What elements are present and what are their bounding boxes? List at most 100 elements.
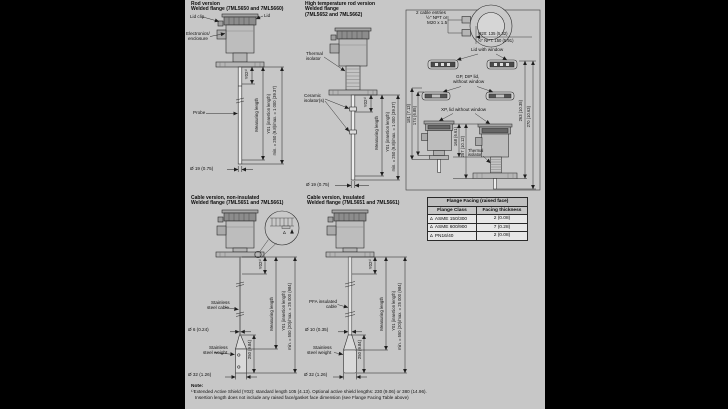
flange-class-value: PN16/40 [434, 233, 454, 239]
table-title-row: Flange Facing (raised face) [427, 197, 528, 207]
facing-thickness-cell: 2 (0.08) [475, 231, 529, 241]
hightemp-title-line1: High temperature rod version [305, 1, 376, 7]
lid-label: Lid [264, 12, 271, 18]
cable-entries-label-line1: 2 cable entries [416, 9, 446, 15]
cablenon-cable-diameter-dim: Ø 6 (0.24) [188, 327, 209, 333]
steel-cable-label-line2: steel cable [207, 304, 229, 310]
hightemp-y01-dim-line2: min. = 250 (9.8)/max. = 1 000 (39.37) [391, 102, 396, 172]
electronics-label-line2: enclosure [188, 35, 208, 41]
hightemp-diameter-dim: Ø 19 (0.75) [306, 181, 330, 187]
m20-height-dim: M20: 135 (5.32) [478, 30, 508, 36]
dim-174: 174 (6.85) [412, 106, 417, 126]
cablenon-weight-diameter-dim: Ø 32 (1.26) [188, 372, 212, 378]
flange-facing-table: Flange Facing (raised face) Flange Class… [427, 197, 529, 241]
cable-non-insulated-dimensions [213, 256, 297, 380]
cablenon-title-line2: Welded flange (7ML5651 and 7ML5661) [191, 200, 284, 207]
rod-y02-dim: Y02¹⁾ [244, 69, 249, 80]
hightemp-y02-dim: Y02¹⁾ [363, 97, 368, 108]
delta-marker: Δ [430, 232, 433, 238]
cableins-weight-label-line1: Stainless [313, 344, 332, 350]
cableins-title-line1: Cable version, insulated [307, 195, 365, 201]
flange-facing-delta-symbol: Δ [283, 230, 286, 235]
pfa-cable-label-line1: PFA insulated [309, 298, 338, 304]
rod-measuring-dim: Measuring length [253, 98, 259, 132]
cable-entries-label-line2: ½" NPT or [426, 14, 448, 20]
high-temp-dimensions [323, 56, 400, 188]
hightemp-title-line3: (7ML5652 and 7ML5662) [305, 11, 363, 18]
high-temp-device [328, 27, 378, 181]
note-line1: ¹⁾Extended Active Shield (Y02): standard… [191, 389, 427, 395]
cableins-cable-diameter-dim: Ø 10 (0.35) [305, 327, 329, 333]
table-title: Flange Facing (raised face) [427, 197, 528, 207]
facing-thickness-cell: 2 (0.08) [475, 214, 529, 224]
cableins-weight-diameter-dim: Ø 32 (1.26) [304, 372, 328, 378]
probe-label: Probe [193, 109, 206, 115]
cableins-y01-dim-line1: Y01 (insertion length) [390, 291, 396, 331]
dimension-drawing-page: Rod version Welded flange (7ML5650 and 7… [185, 0, 545, 409]
cablenon-y02-dim: Y02¹⁾ [258, 259, 263, 270]
hightemp-title-line2: Welded flange [305, 6, 339, 13]
dim-181: 181 (7.13) [405, 104, 411, 124]
cableins-y02-dim: Y02¹⁾ [368, 259, 373, 270]
facing-thickness-cell: 7 (0.28) [475, 222, 529, 232]
steel-weight-label-line2: steel weight [203, 349, 228, 355]
detail-thermal-label-line1: Thermal [468, 147, 484, 153]
note-heading: Note: [191, 383, 204, 389]
delta-marker: Δ [430, 215, 433, 221]
cablenon-250-dim: 250 (9.84) [246, 340, 252, 360]
cablenon-title-line1: Cable version, non-insulated [191, 195, 260, 201]
cableins-title-line2: Welded flange (7ML5651 and 7ML5661) [307, 200, 400, 207]
dim-168: 168 (6.61) [452, 127, 458, 147]
ceramic-isolator-label-line2: isolator(s) [304, 97, 325, 103]
facing-thickness-header: Facing thickness [475, 205, 529, 215]
rod-title-line1: Rod version [191, 1, 220, 7]
detail-thermal-label-line2: isolator [468, 152, 482, 158]
enclosure-top-view [447, 4, 532, 48]
xp-devices [421, 120, 518, 190]
lid-clip-label: Lid clip [190, 13, 205, 19]
rod-y01-dim-line2: min. = 250 (9.8)/max. = 1 000 (39.37) [271, 86, 277, 156]
gp-dip-lid-label-line2: without window [453, 79, 485, 85]
cableins-weight-label-line2: steel weight [307, 349, 332, 355]
delta-marker: Δ [430, 224, 433, 230]
cablenon-y01-dim-line1: Y01 (insertion length) [280, 291, 286, 331]
thermal-isolator-label-line1: Thermal [306, 50, 323, 56]
note-line2: Insertion length does not include any ra… [195, 394, 409, 400]
flange-class-value: ASME 150/300 [434, 216, 468, 222]
detail-dimensions [410, 60, 536, 190]
dim-270: 270 (10.63) [526, 106, 531, 128]
steel-cable-label-line1: Stainless [211, 299, 230, 305]
rod-version-device [215, 13, 265, 165]
electronics-label-line1: Electronics/ [186, 30, 210, 36]
cable-entries-label-line3: M20 x 1.5 [427, 20, 448, 26]
xp-lid-label: XP, lid without window [441, 106, 487, 112]
dim-263: 263 (10.35) [518, 100, 523, 122]
lid-variants [421, 53, 518, 125]
lid-with-window-label: Lid with window [471, 46, 504, 52]
enclosure-detail-box [405, 9, 541, 191]
steel-weight-label-line1: Stainless [209, 344, 228, 350]
rod-version-dimensions [202, 15, 284, 172]
gp-dip-lid-label-line1: GP, DIP lid, [456, 73, 480, 79]
cablenon-y01-dim-line2: min. = 550 (20)/max. = 25 000 (984) [286, 283, 292, 351]
hightemp-measuring-dim: Measuring length [374, 116, 379, 150]
cable-non-insulated-device [215, 209, 300, 374]
table-header-row: Flange Class Facing thickness [427, 205, 529, 215]
dim-257: 257 (10.12) [459, 136, 465, 158]
thermal-isolator-label-line2: isolator [306, 55, 321, 61]
technical-drawing-linework [202, 4, 541, 380]
cableins-measuring-dim: Measuring length [379, 297, 384, 331]
cableins-250-dim: 250 (9.84) [356, 340, 362, 360]
npt-height-dim: ½" NPT: 150 (5.91) [478, 38, 514, 43]
cable-insulated-dimensions [333, 256, 407, 380]
pfa-cable-label-line2: cable [326, 303, 337, 309]
flange-class-value: ASME 600/900 [434, 225, 468, 231]
cablenon-measuring-dim: Measuring length [269, 297, 274, 331]
